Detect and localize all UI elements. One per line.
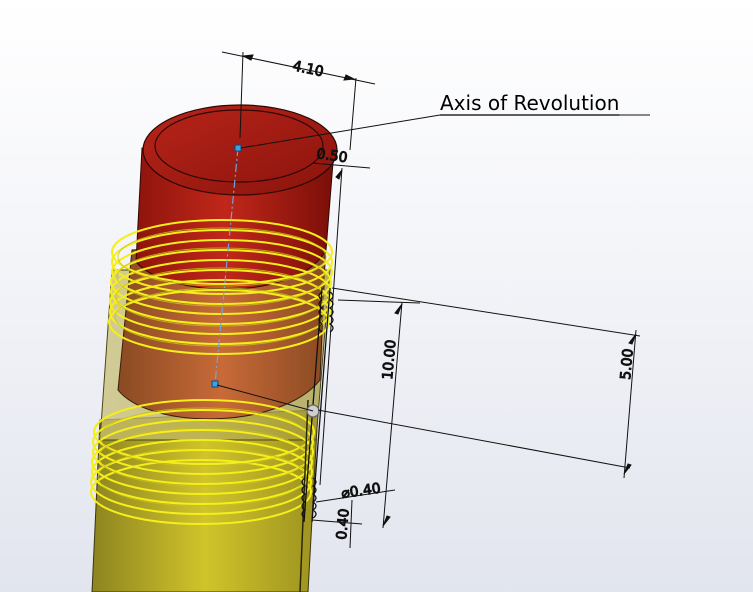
dim-thread-diameter-label: ⌀0.40 [340,481,381,502]
axis-callout[interactable]: Axis of Revolution [240,91,650,149]
upper-thread[interactable] [108,219,333,355]
dim-spacing-small-label: 5.00 [618,348,637,380]
lower-teeth [301,477,317,519]
axis-end-point[interactable] [211,380,219,388]
axis-callout-label: Axis of Revolution [440,91,619,115]
thread-profile-sketch[interactable] [216,287,334,523]
dim-thread-pitch-label: 0.40 [334,508,353,540]
dimension-thread-pitch[interactable]: 0.40 [311,499,363,549]
dimension-spacing-small[interactable]: 5.00 [618,329,637,479]
cap-top-inner [154,109,324,183]
dimension-thread-diameter[interactable]: ⌀0.40 [315,480,396,503]
dimension-spacing-large[interactable]: 10.00 [317,287,641,529]
dim-spacing-large-label: 10.00 [380,339,399,380]
dimension-top-width[interactable]: 4.10 [221,51,376,151]
part-model[interactable] [90,104,338,592]
dim-cap-thickness-label: 0.50 [315,146,348,166]
dimension-cap-thickness[interactable]: 0.50 [311,146,371,486]
dim-top-width-label: 4.10 [291,58,325,80]
lower-thread[interactable] [90,399,315,525]
axis-start-point[interactable] [234,144,242,152]
